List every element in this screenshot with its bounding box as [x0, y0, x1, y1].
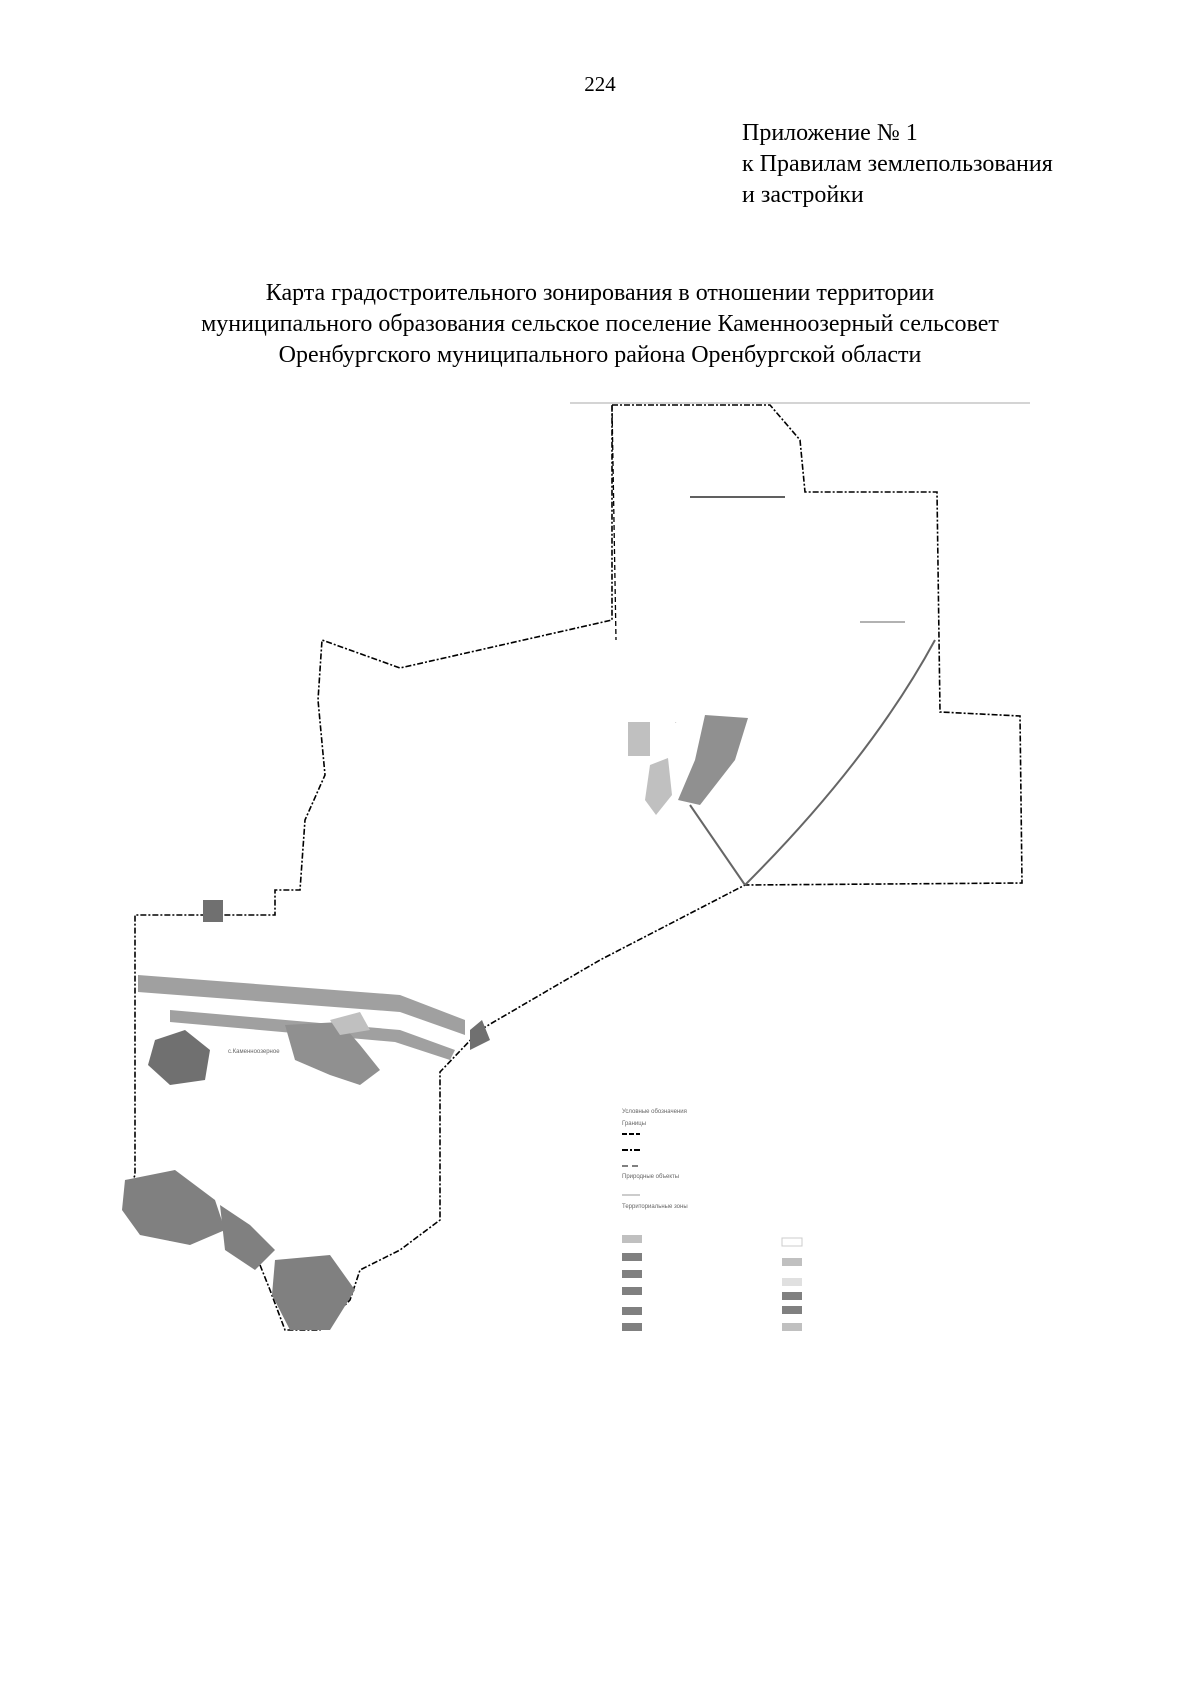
legend-swatch: [622, 1307, 642, 1315]
legend-swatch: [622, 1287, 642, 1295]
legend-swatch: [622, 1235, 642, 1243]
settlement-label: с.Каменноозерное: [228, 1049, 280, 1055]
road: [689, 804, 746, 886]
lake-zone: [272, 1255, 355, 1330]
zone-area: [470, 1020, 490, 1050]
zone-strip: [170, 1010, 455, 1060]
legend-swatch: [782, 1306, 802, 1314]
legend-swatch: [622, 1253, 642, 1261]
appendix-line: и застройки: [742, 182, 864, 208]
lake-zone: [122, 1170, 225, 1245]
legend-swatch: [782, 1323, 802, 1331]
settlement-zone: [285, 1022, 380, 1085]
legend-heading: Условные обозначения: [622, 1109, 687, 1115]
title-line: муниципального образования сельское посе…: [201, 311, 999, 337]
title-line: Карта градостроительного зонирования в о…: [265, 280, 935, 306]
road: [744, 639, 936, 886]
legend-swatch: [622, 1270, 642, 1278]
zone-area: [628, 722, 650, 756]
zone-area: [148, 1030, 210, 1085]
document-title: Карта градостроительного зонирования в о…: [0, 278, 1200, 371]
legend-swatch: [782, 1278, 802, 1286]
legend-swatch: [782, 1258, 802, 1266]
page-number: 224: [584, 72, 616, 96]
map-legend: Условные обозначения Границы Природные о…: [622, 1109, 803, 1331]
appendix-line: к Правилам землепользования: [742, 151, 1053, 177]
legend-swatch: [781, 1237, 803, 1247]
internal-boundary: [611, 404, 617, 641]
title-line: Оренбургского муниципального района Орен…: [278, 342, 922, 368]
appendix-line: Приложение № 1: [742, 120, 918, 146]
settlement-label-north: ·: [675, 720, 677, 726]
zone-strip: [138, 975, 465, 1035]
lake-zone: [220, 1205, 275, 1270]
appendix-note: Приложение № 1 к Правилам землепользован…: [742, 118, 1053, 211]
zone-area: [645, 758, 672, 815]
settlement-boundary: [124, 404, 1023, 1331]
legend-swatch: [622, 1323, 642, 1331]
zone-area: [203, 900, 223, 922]
legend-zones: Территориальные зоны: [622, 1204, 688, 1210]
settlement-zone: [678, 715, 748, 805]
legend-swatch: [782, 1292, 802, 1300]
legend-natural: Природные объекты: [622, 1174, 679, 1180]
zone-area: [330, 1012, 370, 1035]
legend-boundaries: Границы: [622, 1121, 646, 1127]
